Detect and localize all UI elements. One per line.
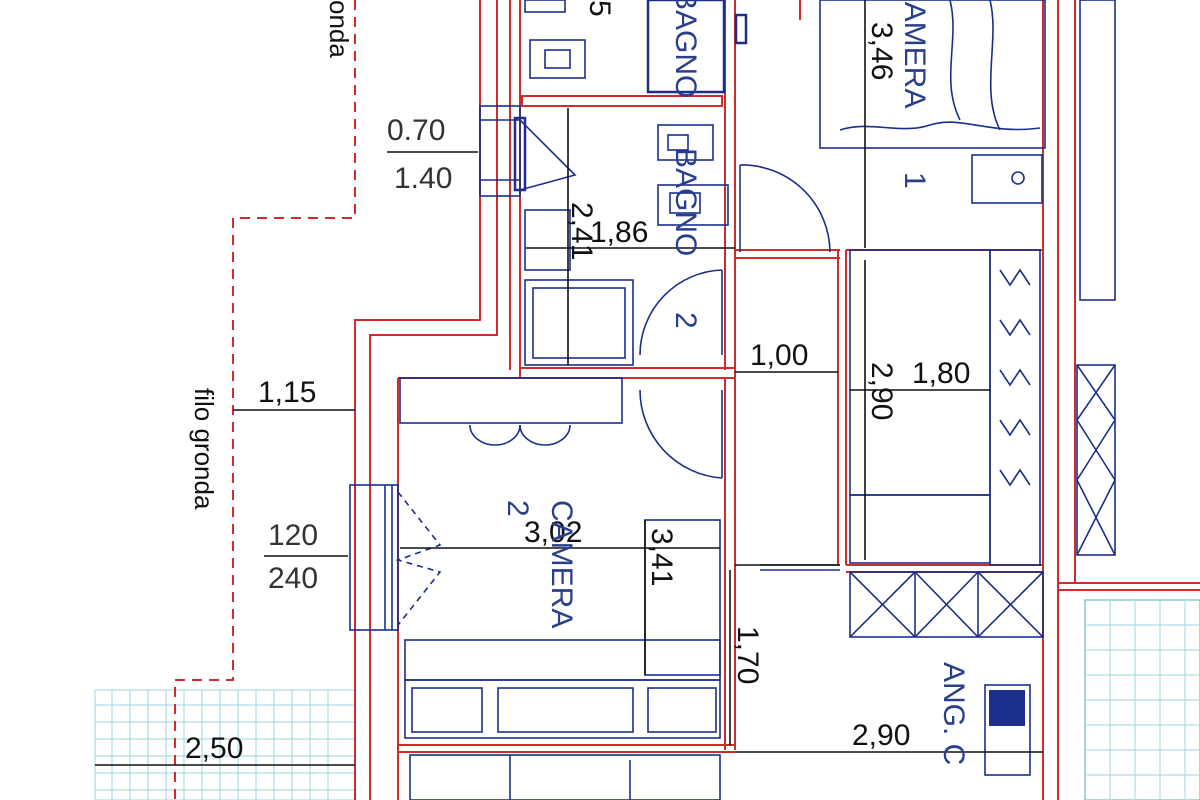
window-b (349, 484, 442, 631)
dim-2-50: 2,50 (185, 732, 243, 765)
dim-3-41: 3,41 (645, 528, 678, 586)
doors (639, 164, 840, 571)
terrace-grid-right (1084, 599, 1200, 800)
label-filo-gronda: filo gronda (189, 388, 219, 510)
kitchen (849, 571, 1044, 776)
right-shelving (1076, 0, 1116, 556)
dim-1-70: 1,70 (731, 626, 764, 684)
eave-line (174, 0, 356, 800)
dim-2-90-horizontal: 2,90 (852, 719, 910, 752)
window-a-bottom: 1.40 (394, 162, 452, 195)
camera1-furniture (819, 0, 1046, 248)
camera1-closet (849, 249, 1041, 566)
bagno-top-fixtures (524, 0, 748, 94)
dim-3-02: 3,02 (524, 516, 582, 549)
window-a-top: 0.70 (387, 114, 445, 147)
room-camera1-number: 1 (898, 172, 931, 189)
room-bagno2-word: BAGNO (669, 148, 702, 256)
label-gronda-top: onda (324, 0, 354, 58)
dim-1-00: 1,00 (750, 339, 808, 372)
dim-2-90-vertical: 2,90 (865, 362, 898, 420)
room-camera2-number: 2 (501, 500, 534, 517)
room-bagno-top: BAGNO (669, 0, 702, 98)
dim-1-15: 1,15 (258, 376, 316, 409)
dim-1-86: 1,86 (590, 216, 648, 249)
room-camera1-word: CAMERA (898, 0, 931, 108)
dimension-lines (95, 108, 1043, 766)
dim-3-46: 3,46 (865, 22, 898, 80)
dim-2-41: 2,41 (565, 202, 598, 260)
room-bagno2-number: 2 (669, 312, 702, 329)
window-b-top: 120 (268, 519, 318, 552)
camera2-furniture (399, 377, 721, 800)
window-a (479, 105, 521, 197)
dim-5: 5 (583, 0, 616, 17)
room-camera2-word: CAMERA (545, 500, 578, 628)
room-angolo-cottura: ANG. C (937, 662, 970, 765)
terrace-grid (94, 689, 356, 800)
window-b-bottom: 240 (268, 562, 318, 595)
dim-1-80: 1,80 (912, 357, 970, 390)
